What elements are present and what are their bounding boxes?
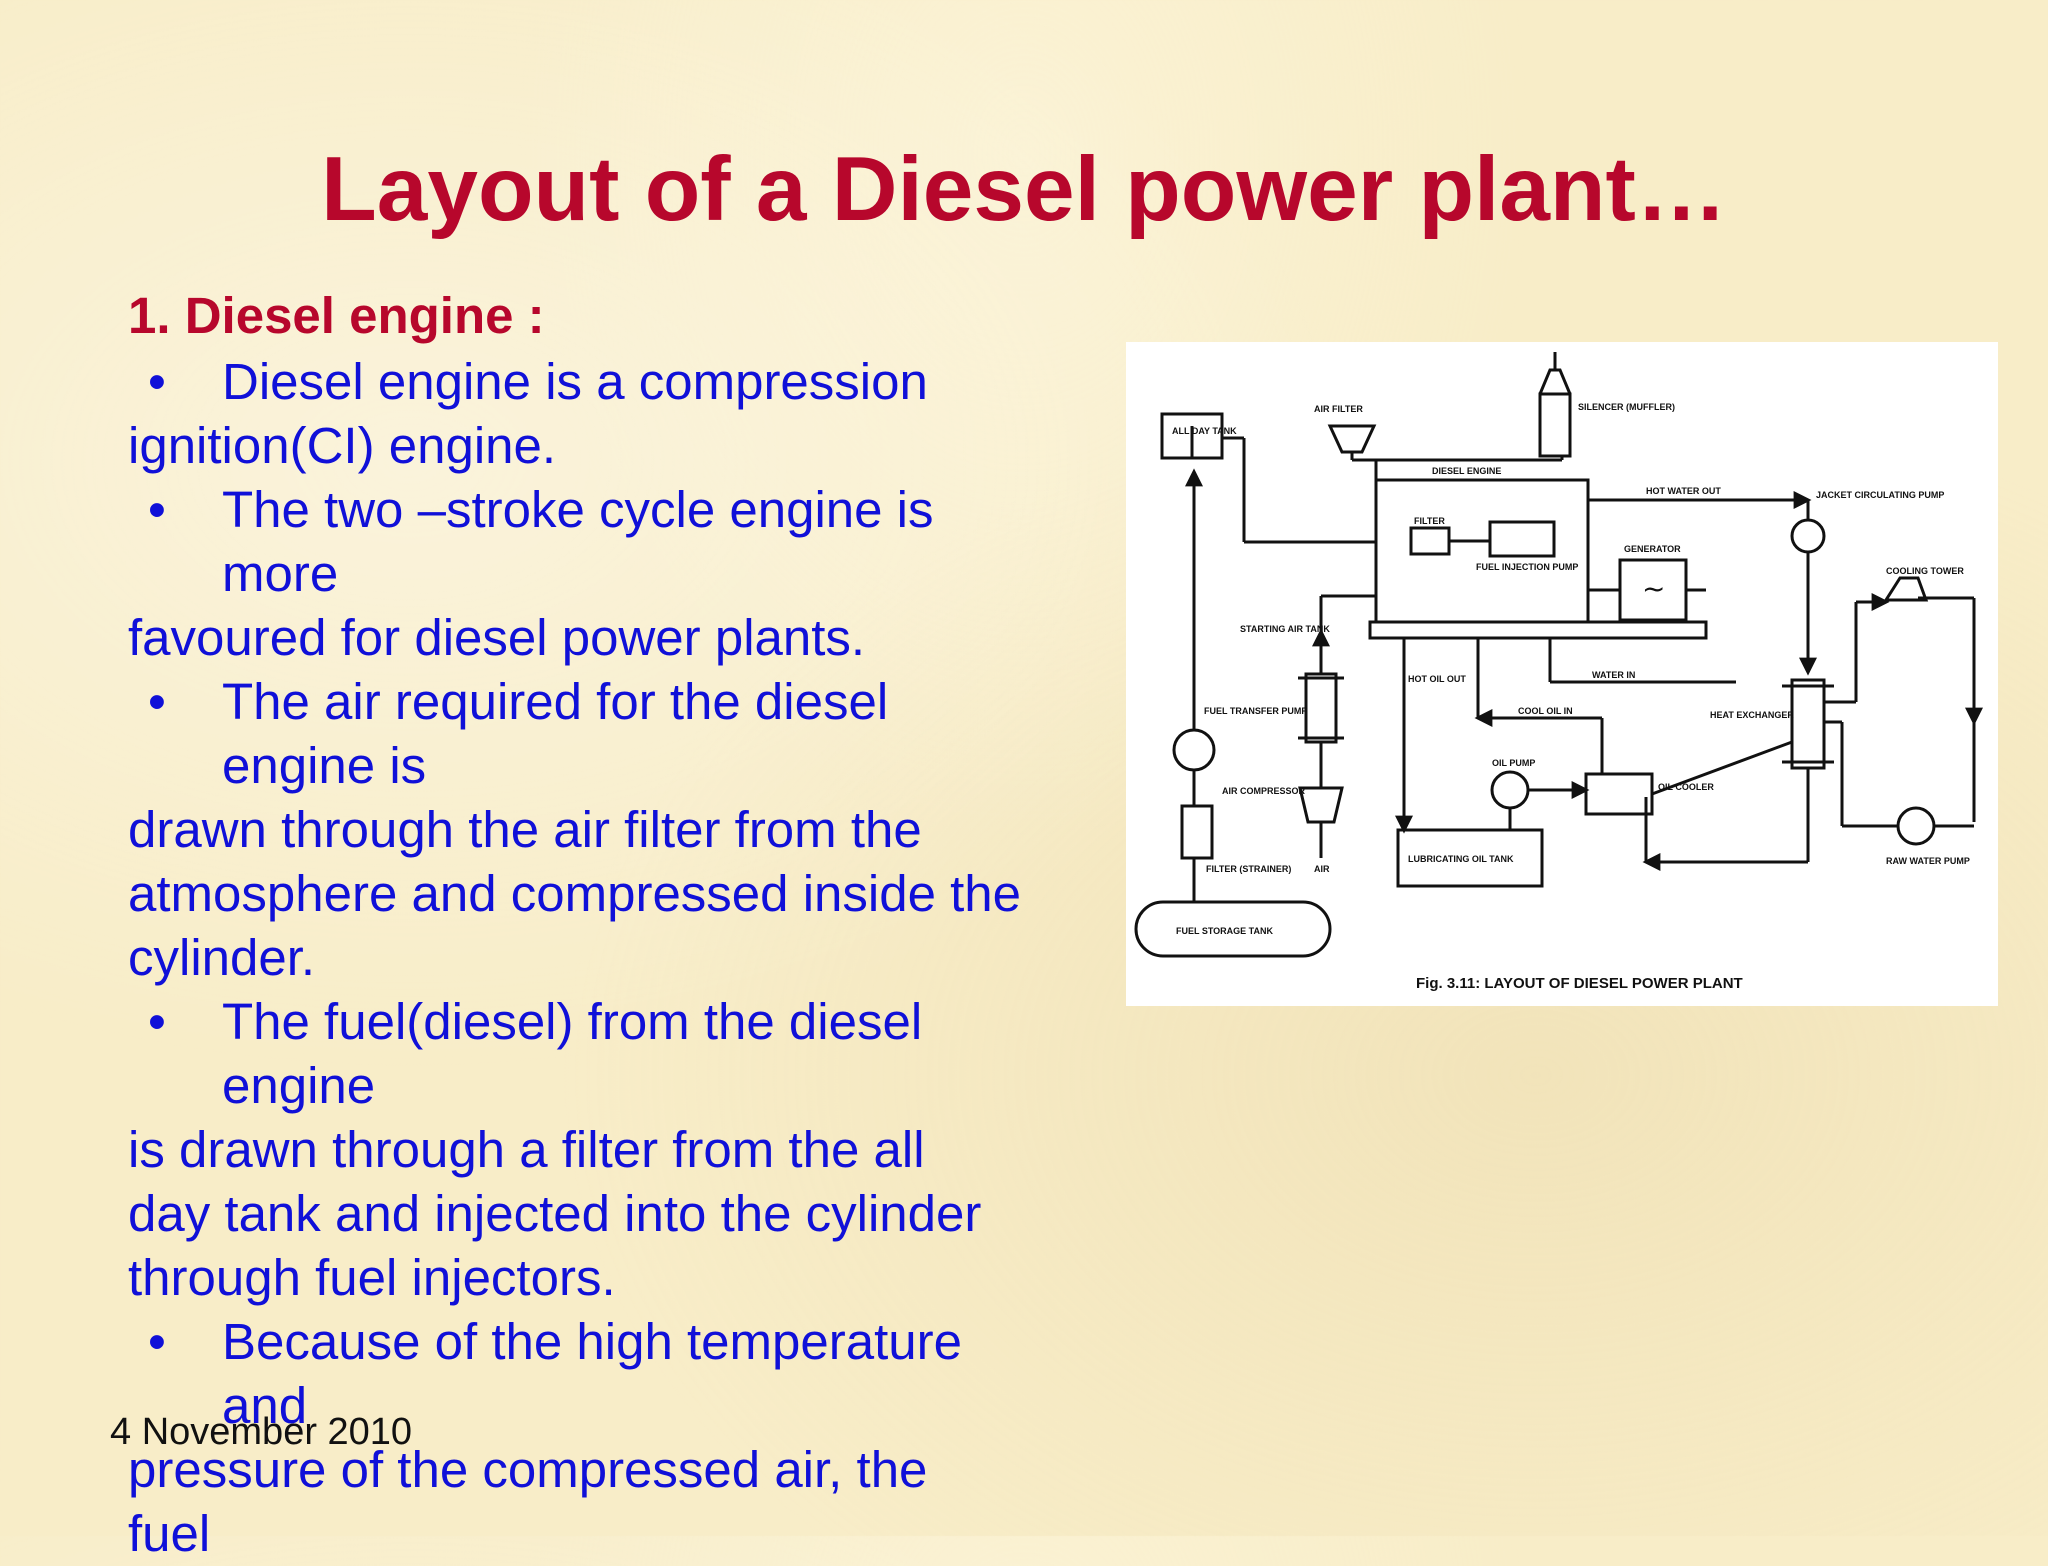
bullet-item: • The two –stroke cycle engine is bbox=[128, 478, 1128, 542]
body-line: is drawn through a filter from the all bbox=[128, 1121, 925, 1178]
body-line: pressure of the compressed air, the bbox=[128, 1441, 928, 1498]
engine-base bbox=[1368, 620, 1708, 640]
label-silencer: SILENCER (MUFFLER) bbox=[1578, 402, 1675, 412]
label-jacket-pump: JACKET CIRCULATING PUMP bbox=[1816, 490, 1944, 500]
bullet-marker: • bbox=[148, 353, 166, 410]
air-compressor bbox=[1298, 786, 1344, 824]
silencer bbox=[1538, 392, 1572, 458]
bullet-marker: • bbox=[148, 673, 166, 730]
bullet-marker: • bbox=[148, 993, 166, 1050]
label-air-compressor: AIR COMPRESSOR bbox=[1222, 786, 1306, 796]
label-oil-pump: OIL PUMP bbox=[1492, 758, 1535, 768]
bullet-continuation: engine bbox=[222, 1057, 376, 1114]
body-line: favoured for diesel power plants. bbox=[128, 609, 866, 666]
label-cool-oil-in: COOL OIL IN bbox=[1518, 706, 1573, 716]
section-heading: 1. Diesel engine : bbox=[128, 287, 545, 344]
bullet-text: The two –stroke cycle engine is bbox=[222, 481, 934, 538]
filter bbox=[1409, 526, 1451, 556]
diesel-plant-diagram: ALL DAY TANK AIR FILTER SILENCER (MUFFLE… bbox=[1126, 342, 1998, 1006]
bullet-marker: • bbox=[148, 481, 166, 538]
body-line: drawn through the air filter from the bbox=[128, 801, 922, 858]
body-line: through fuel injectors. bbox=[128, 1249, 616, 1306]
figure-caption: Fig. 3.11: LAYOUT OF DIESEL POWER PLANT bbox=[1416, 975, 1743, 992]
label-heat-exchanger: HEAT EXCHANGER bbox=[1710, 710, 1794, 720]
label-oil-cooler: OIL COOLER bbox=[1658, 782, 1714, 792]
label-starting-air-tank: STARTING AIR TANK bbox=[1240, 624, 1330, 634]
generator-symbol: ~ bbox=[1642, 572, 1665, 605]
jacket-pump bbox=[1790, 518, 1826, 554]
label-filter: FILTER bbox=[1414, 516, 1445, 526]
bullet-continuation: engine is bbox=[222, 737, 427, 794]
body-line: atmosphere and compressed inside the bbox=[128, 865, 1022, 922]
label-generator: GENERATOR bbox=[1624, 544, 1681, 554]
lubricating-oil-tank bbox=[1396, 828, 1544, 888]
fuel-injection-pump bbox=[1488, 520, 1556, 558]
bullet-continuation: more bbox=[222, 545, 339, 602]
oil-pump bbox=[1490, 770, 1530, 810]
label-fuel-injection-pump: FUEL INJECTION PUMP bbox=[1476, 562, 1578, 572]
air-filter bbox=[1327, 424, 1377, 454]
bullet-item: • The air required for the diesel bbox=[128, 670, 1128, 734]
label-water-in: WATER IN bbox=[1592, 670, 1635, 680]
slide-title: Layout of a Diesel power plant… bbox=[321, 139, 1727, 240]
slide-date: 4 November 2010 bbox=[110, 1411, 413, 1453]
fuel-storage-tank bbox=[1134, 900, 1332, 958]
bullet-item: • The fuel(diesel) from the diesel bbox=[128, 990, 1128, 1054]
bullet-list: • Diesel engine is a compression ignition(… bbox=[128, 350, 1128, 1566]
body-line: day tank and injected into the cylinder bbox=[128, 1185, 982, 1242]
label-hot-oil-out: HOT OIL OUT bbox=[1408, 674, 1466, 684]
heat-exchanger bbox=[1790, 678, 1826, 770]
label-air: AIR bbox=[1314, 864, 1330, 874]
label-all-day-tank: ALL DAY TANK bbox=[1172, 426, 1237, 436]
body-line: cylinder. bbox=[128, 929, 316, 986]
label-diesel-engine: DIESEL ENGINE bbox=[1432, 466, 1501, 476]
fuel-transfer-pump bbox=[1172, 728, 1216, 772]
label-fuel-transfer-pump: FUEL TRANSFER PUMP bbox=[1204, 706, 1307, 716]
slide-body: 1. Diesel engine : • Diesel engine is a c… bbox=[128, 286, 1128, 1566]
label-raw-water-pump: RAW WATER PUMP bbox=[1886, 856, 1970, 866]
label-cooling-tower: COOLING TOWER bbox=[1886, 566, 1964, 576]
body-line: fuel bbox=[128, 1505, 211, 1562]
body-line: ignition(CI) engine. bbox=[128, 417, 557, 474]
label-air-filter: AIR FILTER bbox=[1314, 404, 1363, 414]
label-hot-water-out: HOT WATER OUT bbox=[1646, 486, 1721, 496]
cooling-tower bbox=[1883, 576, 1929, 602]
oil-cooler bbox=[1584, 772, 1654, 816]
bullet-item: • Because of the high temperature bbox=[128, 1310, 1128, 1374]
bullet-text: The air required for the diesel bbox=[222, 673, 889, 730]
diagram-svg: ALL DAY TANK AIR FILTER SILENCER (MUFFLE… bbox=[1134, 352, 1983, 992]
label-fuel-storage-tank: FUEL STORAGE TANK bbox=[1176, 926, 1274, 936]
bullet-continuation: and bbox=[222, 1377, 308, 1434]
bullet-marker: • bbox=[148, 1313, 166, 1370]
filter-strainer bbox=[1180, 804, 1214, 860]
diesel-engine bbox=[1374, 478, 1590, 624]
raw-water-pump bbox=[1896, 806, 1936, 846]
bullet-item: • Diesel engine is a compression bbox=[128, 350, 1128, 414]
label-filter-strainer: FILTER (STRAINER) bbox=[1206, 864, 1291, 874]
bullet-text: Because of the high temperature bbox=[222, 1313, 962, 1370]
bullet-text: Diesel engine is a compression bbox=[222, 353, 928, 410]
label-lubricating-oil-tank: LUBRICATING OIL TANK bbox=[1408, 854, 1514, 864]
bullet-text: The fuel(diesel) from the diesel bbox=[222, 993, 923, 1050]
starting-air-tank bbox=[1304, 672, 1338, 744]
